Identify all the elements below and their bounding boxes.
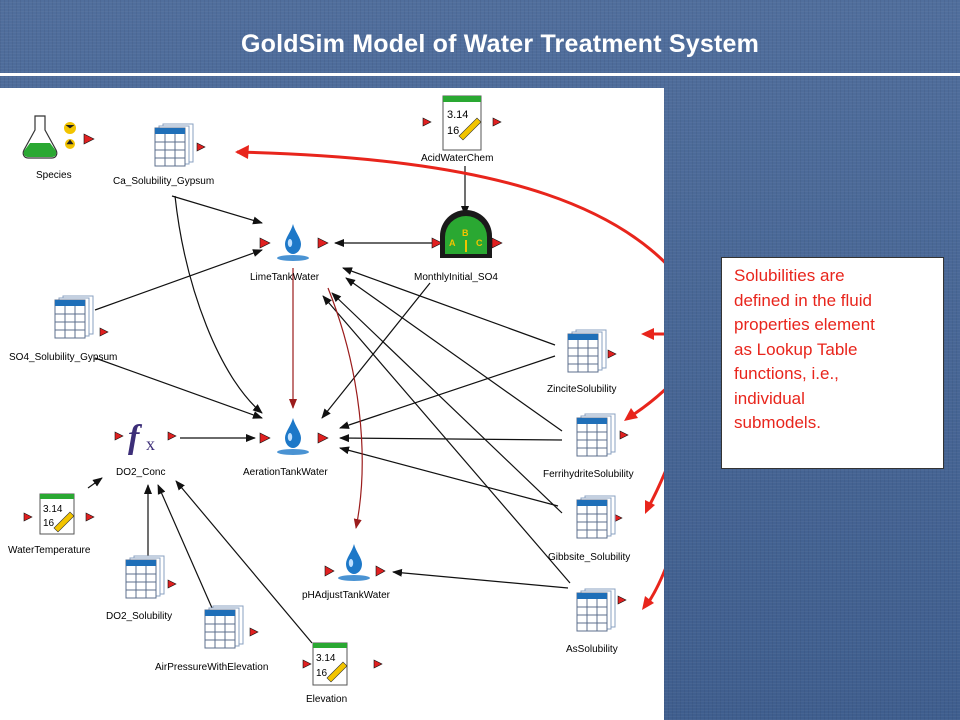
callout-line: properties element — [734, 315, 875, 334]
svg-text:3.14: 3.14 — [316, 653, 336, 664]
table-icon-gibbsite[interactable] — [576, 495, 616, 539]
label-monthly-initial-so4: MonthlyInitial_SO4 — [414, 272, 498, 283]
slide-title: GoldSim Model of Water Treatment System — [240, 30, 760, 58]
flask-icon[interactable] — [22, 115, 76, 159]
label-elevation: Elevation — [306, 694, 348, 705]
label-zincite-solubility: ZinciteSolubility — [547, 384, 617, 395]
callout-line: individual — [734, 388, 805, 408]
label-lime-tank-water: LimeTankWater — [250, 272, 320, 283]
callout-arrows — [236, 150, 664, 607]
svg-text:3.14: 3.14 — [447, 109, 468, 121]
model-diagram: 3.14 16 3.14 16 3.14 16 A B C f x — [22, 95, 664, 686]
table-icon-as-solubility[interactable] — [576, 588, 616, 632]
callout-line: submodels. — [734, 413, 821, 432]
label-ferrihydrite-solubility: FerrihydriteSolubility — [543, 469, 634, 480]
callout-box: Solubilities are defined in the fluid pr… — [721, 257, 944, 469]
svg-text:A: A — [449, 238, 456, 248]
svg-text:C: C — [476, 238, 483, 248]
svg-text:3.14: 3.14 — [43, 504, 63, 515]
label-do2-solubility: DO2_Solubility — [106, 611, 173, 622]
table-icon-so4-solubility[interactable] — [54, 295, 94, 339]
table-icon-do2-solubility[interactable] — [125, 555, 165, 599]
table-icon-zincite[interactable] — [567, 329, 607, 373]
title-underline — [0, 73, 960, 76]
table-icon-ferrihydrite[interactable] — [576, 413, 616, 457]
callout-line: Solubilities are — [734, 266, 845, 285]
tank-icon-aeration[interactable] — [277, 418, 309, 455]
data-icon-acid-water-chem[interactable]: 3.14 16 — [442, 95, 482, 151]
flow-links — [289, 268, 363, 529]
label-water-temperature: WaterTemperature — [8, 545, 91, 556]
gauge-icon[interactable]: A B C — [440, 210, 492, 258]
table-icon-air-pressure[interactable] — [204, 605, 244, 649]
svg-text:16: 16 — [447, 125, 459, 137]
callout-arrowheads — [235, 145, 655, 610]
callout-line: defined in the fluid — [734, 290, 872, 310]
data-icon-water-temperature[interactable]: 3.14 16 — [39, 493, 75, 535]
svg-text:B: B — [462, 228, 469, 238]
svg-text:f: f — [128, 419, 143, 456]
label-so4-solubility-gypsum: SO4_Solubility_Gypsum — [9, 352, 118, 363]
label-aeration-tank-water: AerationTankWater — [243, 467, 328, 478]
table-icon-ca-solubility[interactable] — [154, 123, 194, 167]
data-icon-elevation[interactable]: 3.14 16 — [312, 642, 348, 686]
svg-text:x: x — [146, 434, 155, 454]
tank-icon-lime[interactable] — [277, 224, 309, 261]
label-species: Species — [36, 170, 72, 181]
influence-links — [87, 166, 571, 644]
label-acid-water-chem: AcidWaterChem — [421, 153, 494, 164]
label-as-solubility: AsSolubility — [566, 644, 618, 655]
label-ca-solubility-gypsum: Ca_Solubility_Gypsum — [113, 176, 215, 187]
element-ports — [23, 117, 629, 669]
tank-icon-ph-adjust[interactable] — [338, 544, 370, 581]
label-gibbsite-solubility: Gibbsite_Solubility — [548, 552, 631, 563]
label-ph-adjust-tank-water: pHAdjustTankWater — [302, 590, 390, 601]
model-canvas[interactable]: 3.14 16 3.14 16 3.14 16 A B C f x — [0, 88, 664, 720]
callout-line: as Lookup Table — [734, 339, 858, 359]
label-air-pressure-with-elevation: AirPressureWithElevation — [155, 662, 269, 673]
svg-text:16: 16 — [43, 518, 55, 529]
callout-line: functions, i.e., — [734, 364, 839, 383]
svg-text:16: 16 — [316, 668, 328, 679]
label-do2-conc: DO2_Conc — [116, 467, 166, 478]
function-icon[interactable]: f x — [128, 419, 155, 456]
